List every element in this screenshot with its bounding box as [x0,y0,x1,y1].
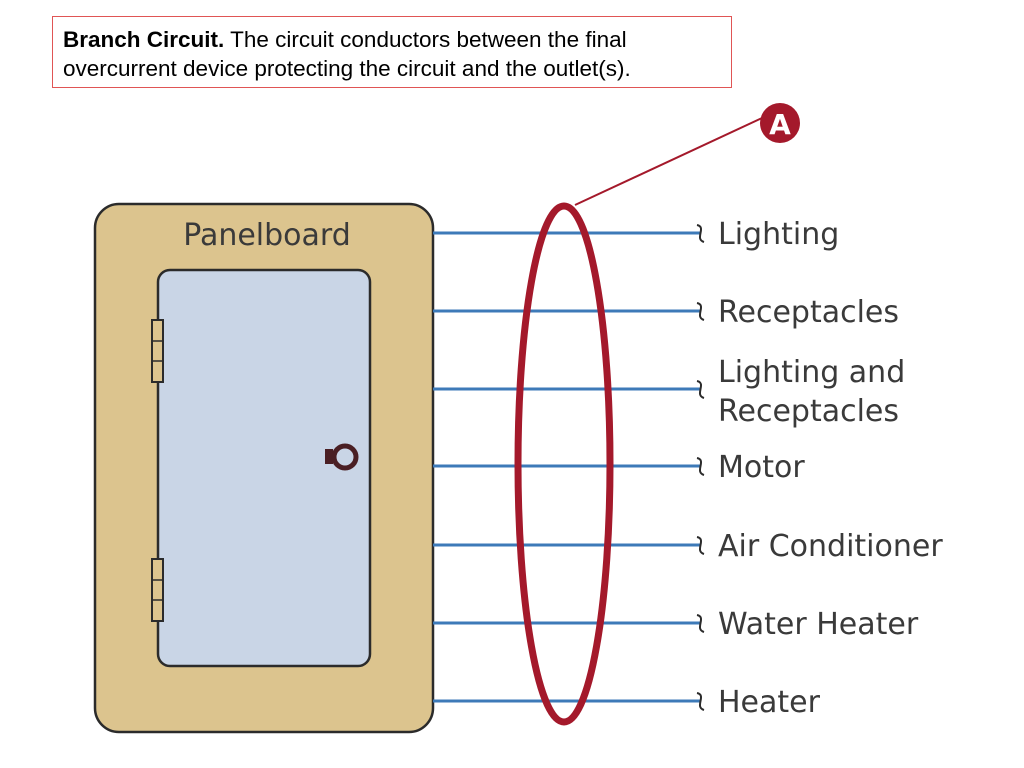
door-latch-icon [325,443,359,471]
wire-break-icon-4 [696,536,705,555]
definition-box: Branch Circuit. The circuit conductors b… [52,16,732,88]
circuit-label-3-0: Motor [718,450,805,485]
callout-badge: A [760,103,800,143]
callout-leader-line [574,117,763,206]
definition-term: Branch Circuit. [63,27,225,52]
wire-break-icon-5 [696,614,705,633]
branch-circuit-highlight-ellipse [514,202,614,726]
circuit-label-0-0: Lighting [718,217,839,252]
callout-letter: A [769,108,791,141]
wire-break-icon-2 [696,380,705,399]
lower-hinge-icon [151,558,164,622]
wire-break-icon-0 [696,224,705,243]
branch-circuit-wires [433,224,705,711]
upper-hinge-icon [151,319,164,383]
definition-text: The circuit conductors between the final… [63,27,631,81]
circuit-label-4-0: Air Conditioner [718,529,943,564]
circuit-label-2-0: Lighting and [718,355,905,390]
circuit-label-1-0: Receptacles [718,295,899,330]
wire-break-icon-3 [696,457,705,476]
circuit-label-5-0: Water Heater [718,607,919,642]
circuit-label-6-0: Heater [718,685,821,720]
panelboard-title: Panelboard [183,218,351,253]
wire-break-icon-6 [696,692,705,711]
panelboard-door [156,268,372,668]
circuit-label-2-1: Receptacles [718,394,899,429]
wire-break-icon-1 [696,302,705,321]
